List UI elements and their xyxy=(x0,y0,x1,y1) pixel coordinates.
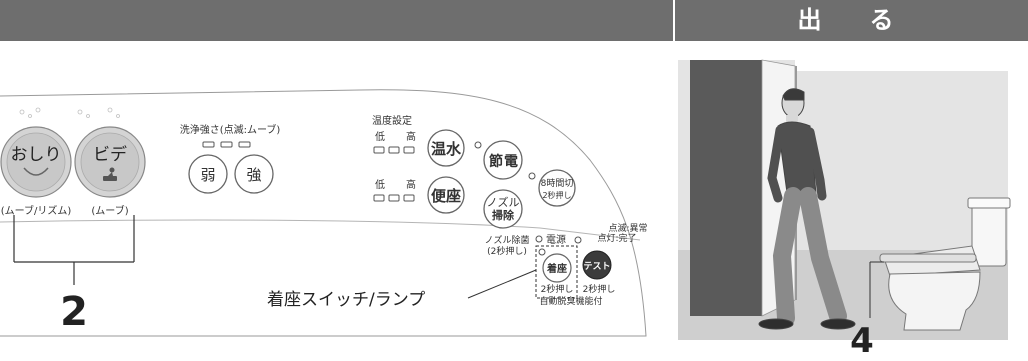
setsuden-lamp xyxy=(474,141,482,149)
timer-button xyxy=(538,169,576,207)
benza-label: 便座 xyxy=(431,187,461,205)
benza-lamps xyxy=(373,194,415,202)
bide-label: ビデ xyxy=(93,144,127,165)
bide-icon xyxy=(103,167,117,181)
scene-top-white xyxy=(795,41,1028,71)
setsuden-button xyxy=(483,140,523,180)
benza-button xyxy=(427,176,465,214)
chakuza-label: 着座 xyxy=(546,262,567,275)
seat-switch-callout-text: 着座スイッチ/ランプ xyxy=(267,290,425,310)
section-title-deru: 出 る xyxy=(797,6,906,34)
onsui-label: 温水 xyxy=(431,140,462,158)
temp-setting-label: 温度設定 xyxy=(372,114,412,127)
low-label-1: 低 xyxy=(375,130,385,143)
nozzle-clean-label-1: ノズル xyxy=(487,195,520,209)
seat-switch-leader xyxy=(467,269,537,299)
setsuden-label-1: 節 xyxy=(489,153,503,170)
callout-number-2: 2 xyxy=(60,289,88,335)
test-button xyxy=(582,250,612,280)
callout-2-bracket xyxy=(13,215,135,285)
onsui-lamps xyxy=(373,146,415,154)
timer-label-2: 2秒押し xyxy=(542,190,571,200)
header-bar-left xyxy=(0,0,673,41)
seat-lamp xyxy=(538,248,546,256)
timer-lamp xyxy=(528,172,536,180)
jaku-label: 弱 xyxy=(200,166,215,184)
press2-label-b: 2秒押し xyxy=(583,283,616,295)
nozzle-clean-label-2: 掃除 xyxy=(492,208,515,222)
oshiri-sublabel: (ムーブ/リズム) xyxy=(1,204,72,217)
bide-sublabel: (ムーブ) xyxy=(91,204,128,217)
auto-deodorize-label: 自動脱臭機能付 xyxy=(539,295,602,307)
high-label-2: 高 xyxy=(406,178,416,191)
press2-label-a: 2秒押し xyxy=(541,283,574,295)
timer-label-1: 8時間切 xyxy=(541,178,574,189)
nozzle-clean-button xyxy=(483,189,523,229)
nozzle-sterilize-label-2: (2秒押し) xyxy=(487,245,527,257)
panel-outline xyxy=(0,89,647,337)
power-label: 電源 xyxy=(546,233,566,246)
status-label-2: 点灯:完了 xyxy=(597,232,636,244)
setsuden-label-2: 電 xyxy=(504,153,518,170)
high-label-1: 高 xyxy=(406,130,416,143)
kyo-label: 強 xyxy=(246,166,261,184)
test-label: テスト xyxy=(583,261,610,272)
oshiri-icon xyxy=(23,167,49,176)
nozzle-sterilize-label-1: ノズル除菌 xyxy=(484,234,529,246)
panel-divider xyxy=(0,219,641,241)
status-label-1: 点滅:異常 xyxy=(608,222,647,234)
decorative-dots xyxy=(19,107,120,118)
status-lamp xyxy=(574,236,582,244)
toilet-figure xyxy=(879,197,1011,331)
door-frame xyxy=(690,60,762,316)
jaku-button xyxy=(188,154,228,194)
man-figure xyxy=(758,88,856,330)
seat-switch-highlight xyxy=(535,245,578,299)
callout-number-4: 4 xyxy=(850,321,874,361)
chakuza-button xyxy=(542,253,572,283)
low-label-2: 低 xyxy=(375,178,385,191)
header-bar-right xyxy=(675,0,1028,41)
power-lamp xyxy=(535,235,543,243)
wash-strength-label: 洗浄強さ(点滅:ムーブ) xyxy=(180,123,281,136)
onsui-button xyxy=(427,129,465,167)
oshiri-label: おしり xyxy=(11,145,62,165)
wash-strength-lamps xyxy=(202,141,251,148)
kyo-button xyxy=(234,154,274,194)
